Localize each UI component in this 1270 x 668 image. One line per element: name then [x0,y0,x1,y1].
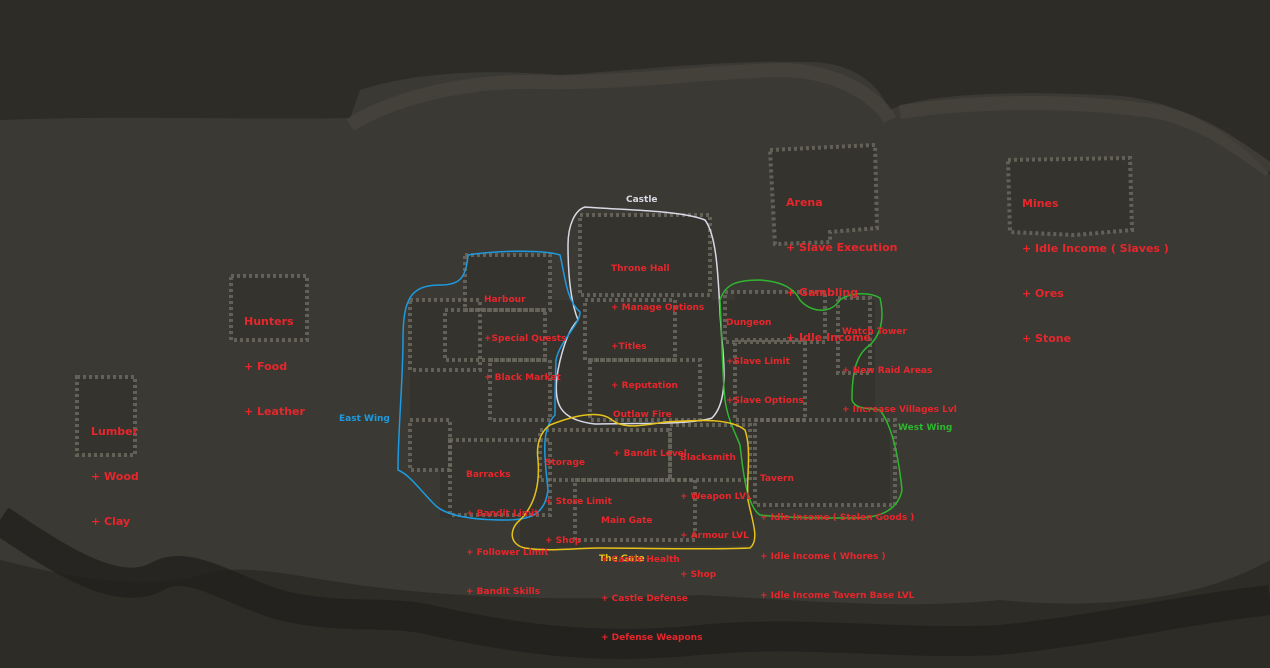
building-perk: + Manage Options [611,303,705,313]
building-harbour[interactable]: Harbour +Special Quests + Black Market [484,268,566,411]
building-perk: + Armour LVL [680,531,749,541]
building-perk: + Ores [1022,287,1064,300]
building-name: Barracks [466,470,511,480]
building-perk: + Clay [91,515,131,528]
building-perk: + New Raid Areas [842,366,933,376]
building-name: Lumber [91,425,139,438]
building-perk: + Bandit Limit [466,509,539,519]
building-perk: + Leather [244,405,305,418]
building-name: Watch Tower [842,327,907,337]
building-perk: + Castle Defense [601,594,688,604]
building-name: Dungeon [726,318,772,328]
building-perk: + Castle Health [601,555,680,565]
building-perk: + Weapon LVL [680,492,752,502]
building-perk: + Idle Income ( Stolen Goods ) [760,513,915,523]
building-mines[interactable]: Mines + Idle Income ( Slaves ) + Ores + … [1022,166,1169,376]
building-dungeon[interactable]: Dungeon +Slave Limit +Slave Options [726,291,804,434]
building-watch-tower[interactable]: Watch Tower + New Raid Areas + Increase … [842,300,957,443]
castle-outline [555,206,725,425]
region-label-gate: The Gate [599,554,645,564]
building-perk: + Wood [91,470,139,483]
building-barracks[interactable]: Barracks + Bandit Limit + Follower Limit… [466,443,549,625]
building-name: Blacksmith [680,453,736,463]
east-wing-outline [397,250,581,521]
building-perk: + Increase Villages Lvl [842,405,957,415]
building-perk: + Store Limit [545,497,612,507]
building-perk: + Idle Income ( Slaves ) [1022,242,1169,255]
building-name: Main Gate [601,516,653,526]
building-outlaw-fire[interactable]: Outlaw Fire + Bandit Level [613,383,687,487]
region-label-east-wing: East Wing [339,414,390,424]
building-blacksmith[interactable]: Blacksmith + Weapon LVL + Armour LVL + S… [680,426,752,608]
building-name: Harbour [484,295,526,305]
building-throne-hall[interactable]: Throne Hall + Manage Options +Titles + R… [611,237,704,419]
building-name: Storage [545,458,586,468]
building-perk: + Shop [545,536,582,546]
building-perk: + Idle Income Tavern Base LVL [760,591,915,601]
building-perk: + Stone [1022,332,1072,345]
building-arena[interactable]: Arena + Slave Execution + Gambling + Idl… [786,165,897,375]
building-lumber[interactable]: Lumber + Wood + Clay [91,394,139,559]
building-perk: + Black Market [484,373,561,383]
building-tavern[interactable]: Tavern + Idle Income ( Stolen Goods ) + … [760,447,914,629]
building-perk: + Idle Income [786,331,871,344]
building-perk: + Shop [680,570,717,580]
building-perk: +Slave Limit [726,357,790,367]
building-perk: + Food [244,360,288,373]
building-perk: + Idle Income ( Whores ) [760,552,886,562]
building-perk: + Defense Weapons [601,633,703,643]
building-perk: +Special Quests [484,334,567,344]
building-name: Mines [1022,197,1059,210]
building-perk: + Follower Limit [466,548,549,558]
building-perk: + Gambling [786,286,859,299]
building-name: Throne Hall [611,264,670,274]
building-name: Outlaw Fire [613,410,672,420]
building-storage[interactable]: Storage + Store Limit + Shop [545,431,612,574]
region-label-west-wing: West Wing [898,423,953,433]
building-name: Hunters [244,315,294,328]
building-perk: + Reputation [611,381,678,391]
building-perk: + Slave Execution [786,241,898,254]
building-perk: + Bandit Skills [466,587,541,597]
building-perk: +Slave Options [726,396,804,406]
building-hunters[interactable]: Hunters + Food + Leather [244,284,305,449]
building-main-gate[interactable]: Main Gate + Castle Health + Castle Defen… [601,489,702,668]
building-perk: + Bandit Level [613,449,687,459]
building-name: Tavern [760,474,794,484]
building-name: Arena [786,196,823,209]
west-wing-outline [719,279,903,519]
gate-outline [511,413,756,551]
region-label-castle: Castle [626,195,658,205]
building-perk: +Titles [611,342,647,352]
